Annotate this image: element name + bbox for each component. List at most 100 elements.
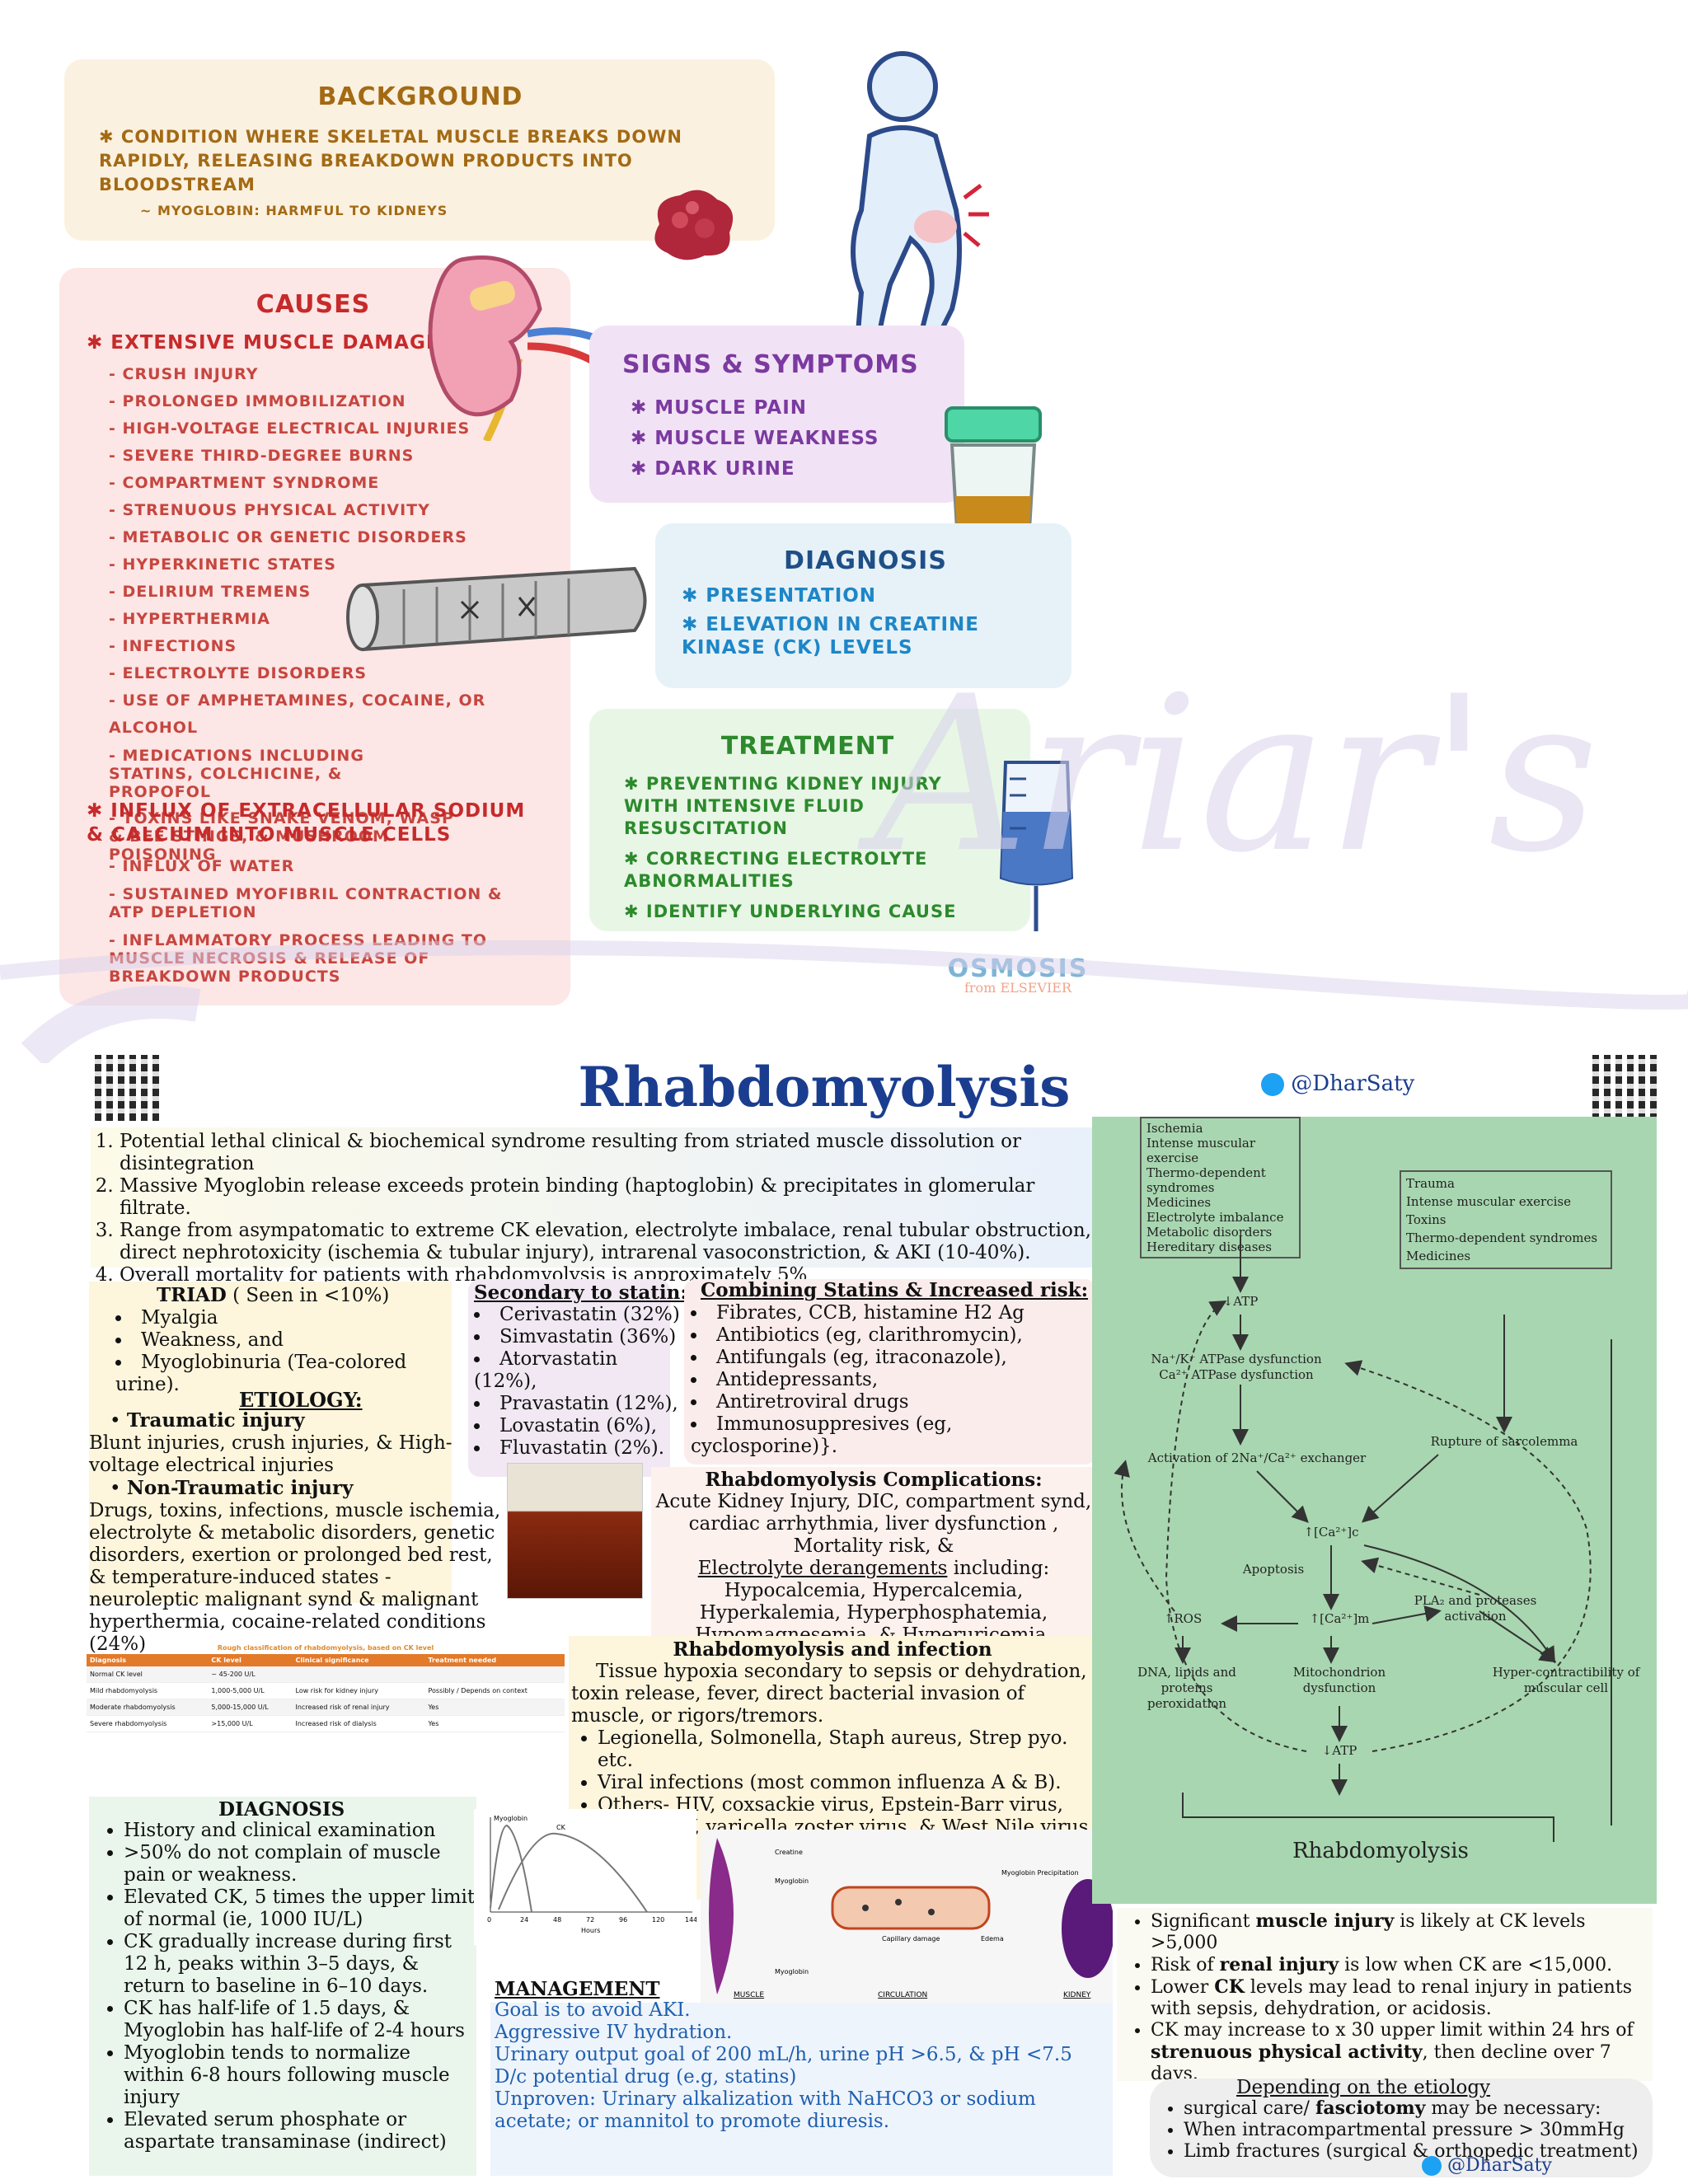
management-line: Urinary output goal of 200 mL/h, urine p… <box>495 2044 1072 2065</box>
cause-item: - USE of AMPHETAMINES, COCAINE, or ALCOH… <box>109 691 486 737</box>
etiology-title: ETIOLOGY: <box>239 1388 363 1412</box>
table-header-cell: Diagnosis <box>87 1654 209 1666</box>
signs-card <box>589 326 964 503</box>
flow-arrows <box>1114 1236 1612 1842</box>
cause-item: - COMPARTMENT SYNDROME <box>109 474 380 492</box>
qr-code-left[interactable] <box>95 1055 161 1121</box>
table-cell: Mild rhabdomyolysis <box>87 1682 209 1699</box>
muscle-label: MUSCLE <box>734 1991 764 1999</box>
flow-pla2: PLA₂ and proteases activation <box>1414 1593 1537 1624</box>
organ-label: Myoglobin <box>775 1877 809 1885</box>
flow-apoptosis: Apoptosis <box>1242 1562 1305 1577</box>
cause-item: - PROLONGED IMMOBILIZATION <box>109 392 406 410</box>
etiology-tx-box <box>1150 2079 1653 2177</box>
chart-x-tick: 72 <box>586 1916 594 1924</box>
ck-table: Rough classification of rhabdomyolysis, … <box>87 1644 565 1732</box>
flow-atp-2: ↓ATP <box>1321 1743 1357 1758</box>
flow-cause-item: Medicines <box>1146 1195 1212 1210</box>
twitter-icon <box>1422 2156 1442 2176</box>
chart-series-ck: CK <box>556 1824 566 1831</box>
flow-cause-item: Toxins <box>1406 1212 1447 1227</box>
table-header-cell: Treatment needed <box>424 1654 565 1666</box>
flow-cause-item: Ischemia <box>1146 1121 1203 1136</box>
diagnosis-card <box>655 523 1071 688</box>
dx-item: Elevated CK, 5 times the upper limit of … <box>124 1886 476 1931</box>
cause-item: - METABOLIC or GENETIC DISORDERS <box>109 528 467 546</box>
statin-list: Cerivastatin (32%) Simvastatin (36%) Ato… <box>474 1304 680 1460</box>
osmosis-logo: OSMOSIS from ELSEVIER <box>947 954 1089 996</box>
qr-code-right[interactable] <box>1592 1055 1658 1121</box>
ck-levels-list: Significant muscle injury is likely at C… <box>1136 1910 1651 2085</box>
etiology-tx-list: surgical care/ fasciotomy may be necessa… <box>1169 2097 1655 2163</box>
etiology-tx-item: surgical care/ fasciotomy may be necessa… <box>1184 2097 1655 2120</box>
statin-item: Fluvastatin (2%). <box>474 1437 680 1460</box>
flow-cause-item: Intense muscular exercise <box>1406 1194 1571 1209</box>
combining-title: Combining Statins & Increased risk: <box>701 1279 1089 1301</box>
kidney-label: KIDNEY <box>1063 1991 1091 1999</box>
flow-cause-item: Intense muscular exercise <box>1146 1136 1256 1165</box>
background-text: ✱ CONDITION where SKELETAL MUSCLE BREAKS… <box>99 127 682 218</box>
causes-title: CAUSES <box>256 290 371 319</box>
chart-xlabel: Hours <box>581 1927 600 1934</box>
muscle-fiber-icon <box>346 566 647 652</box>
statin-item: Cerivastatin (32%) <box>474 1304 680 1326</box>
cause-item: - HYPERTHERMIA <box>109 610 271 628</box>
handle-bottom: @DharSaty <box>1422 2155 1552 2176</box>
muscle-blob-icon <box>654 190 734 260</box>
table-cell: Increased risk of renal injury <box>292 1699 425 1716</box>
sheet-title: Rhabdomyolysis <box>578 1055 1071 1119</box>
dx-item: Myoglobin tends to normalize within 6-8 … <box>124 2042 476 2109</box>
ck-level-item: Risk of renal injury is low when CK are … <box>1151 1954 1651 1976</box>
sign-item: ✱ DARK URINE <box>631 458 795 480</box>
flow-ca-c: ↑[Ca²⁺]c <box>1303 1525 1359 1540</box>
cause-item: - SEVERE THIRD-DEGREE BURNS <box>109 447 415 465</box>
combining-item: Antifungals (eg, itraconazole), <box>691 1347 1103 1369</box>
ck-levels-box <box>1117 1908 1653 2081</box>
treatment-item: ✱ PREVENTING KIDNEY INJURY with INTENSIV… <box>624 774 942 838</box>
dx-list: History and clinical examination >50% do… <box>106 1820 476 2154</box>
table-cell: 1,000-5,000 U/L <box>208 1682 293 1699</box>
cause-item: - INFLAMMATORY PROCESS LEADING to MUSCLE… <box>109 931 488 986</box>
management-title: MANAGEMENT <box>495 1978 660 2000</box>
table-cell: Yes <box>424 1715 565 1732</box>
table-cell: Severe rhabdomyolysis <box>87 1715 209 1732</box>
infection-body: Tissue hypoxia secondary to sepsis or de… <box>571 1661 1087 1727</box>
flow-mito: Mitochondrion dysfunction <box>1292 1665 1386 1695</box>
chart-x-tick: 96 <box>619 1916 627 1924</box>
triad-item: Myalgia <box>115 1307 462 1329</box>
combining-box <box>684 1279 1096 1465</box>
etiology-tx-item: Limb fractures (surgical & orthopedic tr… <box>1184 2141 1655 2163</box>
management-line: Unproven: Urinary alkalization with NaHC… <box>495 2088 1036 2132</box>
intro-item: Potential lethal clinical & biochemical … <box>120 1131 1092 1175</box>
signs-title: SIGNS & SYMPTOMS <box>622 350 919 379</box>
table-cell <box>424 1666 565 1683</box>
table-cell: Possibly / Depends on context <box>424 1682 565 1699</box>
statin-box <box>468 1279 670 1477</box>
signs-list: ✱ MUSCLE PAIN ✱ MUSCLE WEAKNESS ✱ DARK U… <box>631 393 944 485</box>
flow-ca-m: ↑[Ca²⁺]m <box>1309 1611 1370 1626</box>
chart-x-tick: 0 <box>487 1916 491 1924</box>
chart-x-tick: 120 <box>652 1916 664 1924</box>
statin-title: Secondary to statin: <box>474 1282 687 1304</box>
organ-label: Myoglobin <box>775 1968 809 1975</box>
statin-item: Pravastatin (12%), <box>474 1393 680 1415</box>
infection-item: Viral infections (most common influenza … <box>598 1772 1100 1794</box>
management-line: D/c potential drug (e.g, statins) <box>495 2066 797 2088</box>
dx-item: History and clinical examination <box>124 1820 476 1842</box>
chart-x-tick: 48 <box>553 1916 561 1924</box>
table-cell: Normal CK level <box>87 1666 209 1683</box>
table-cell <box>292 1666 425 1683</box>
intro-box <box>91 1127 1104 1268</box>
cause-item: - INFECTIONS <box>109 637 237 655</box>
flow-pump: Na⁺/K⁺ ATPase dysfunction Ca²⁺ ATPase dy… <box>1151 1352 1322 1382</box>
combining-item: Antibiotics (eg, clarithromycin), <box>691 1324 1103 1347</box>
diagnosis-item: ✱ ELEVATION in CREATINE KINASE (CK) LEVE… <box>682 614 980 658</box>
table-cell: 5,000-15,000 U/L <box>208 1699 293 1716</box>
diagnosis-title: DIAGNOSIS <box>784 546 947 575</box>
ck-level-item: CK may increase to x 30 upper limit with… <box>1151 2020 1651 2085</box>
